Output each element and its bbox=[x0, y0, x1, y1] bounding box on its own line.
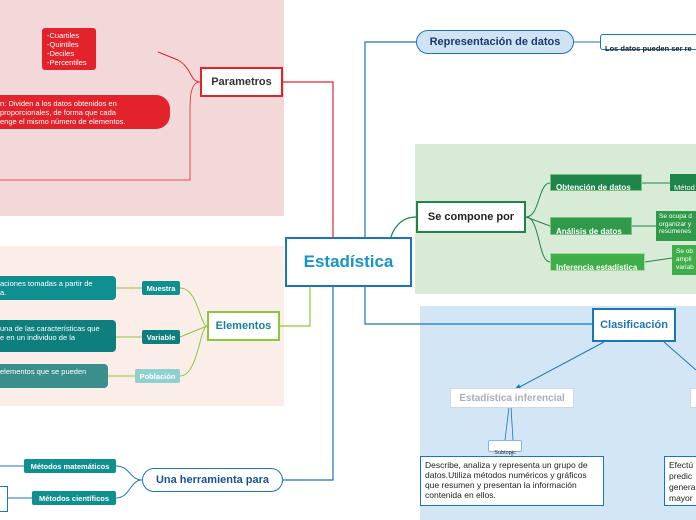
herramienta-label: Una herramienta para bbox=[155, 474, 270, 486]
desc-right-text: Efectú predic genera mayor bbox=[669, 460, 696, 503]
compone-child-metodo[interactable]: Métod bbox=[670, 174, 696, 192]
inferencial-node[interactable]: Estadística inferencial bbox=[450, 388, 574, 408]
elementos-desc-text: una de las características que e en un i… bbox=[0, 324, 100, 342]
compone-child-text: Se ob ampli variab bbox=[676, 248, 694, 271]
herramienta-node[interactable]: Una herramienta para bbox=[142, 468, 283, 492]
parametros-label: Parametros bbox=[211, 76, 272, 88]
list-item: -Quintiles bbox=[47, 40, 79, 49]
herramienta-item-cientificos[interactable]: Métodos científicos bbox=[32, 491, 116, 505]
desc-left-text: Describe, analiza y representa un grupo … bbox=[425, 460, 588, 500]
herramienta-item-label: Métodos matemáticos bbox=[30, 462, 110, 471]
elementos-tag-muestra[interactable]: Muestra bbox=[142, 281, 180, 295]
inferencial-right-node[interactable] bbox=[690, 388, 696, 408]
compone-item-label: Análisis de datos bbox=[556, 227, 622, 236]
elementos-node[interactable]: Elementos bbox=[207, 311, 280, 341]
representacion-child[interactable]: Los datos pueden ser re bbox=[600, 34, 696, 53]
list-item: -Percentiles bbox=[47, 58, 87, 67]
tag-label: Población bbox=[139, 372, 176, 381]
clasificacion-label: Clasificación bbox=[600, 319, 668, 331]
list-item: -Deciles bbox=[47, 49, 75, 58]
compone-node[interactable]: Se compone por bbox=[416, 201, 526, 233]
subtopic-node[interactable]: Subtopic bbox=[488, 440, 522, 456]
compone-item-obtencion[interactable]: Obtención de datos bbox=[550, 174, 642, 192]
compone-item-analisis[interactable]: Análisis de datos bbox=[550, 217, 632, 236]
elementos-tag-poblacion[interactable]: Población bbox=[135, 369, 180, 383]
desc-left[interactable]: Describe, analiza y representa un grupo … bbox=[420, 456, 604, 506]
central-topic-label: Estadística bbox=[303, 252, 394, 271]
compone-label: Se compone por bbox=[427, 211, 515, 223]
central-topic[interactable]: Estadística bbox=[285, 237, 412, 287]
elementos-desc-poblacion[interactable]: elementos que se pueden bbox=[0, 364, 108, 388]
desc-right[interactable]: Efectú predic genera mayor bbox=[664, 456, 696, 506]
elementos-tag-variable[interactable]: Variable bbox=[142, 330, 180, 344]
parametros-list[interactable]: -Cuartiles -Quintiles -Deciles -Percenti… bbox=[42, 28, 96, 70]
subtopic-label: Subtopic bbox=[494, 450, 516, 456]
elementos-desc-muestra[interactable]: aciones tomadas a partir de a. bbox=[0, 276, 116, 300]
elementos-desc-variable[interactable]: una de las características que e en un i… bbox=[0, 320, 116, 352]
inferencial-label: Estadística inferencial bbox=[459, 392, 565, 404]
representacion-label: Representación de datos bbox=[429, 36, 561, 48]
clasificacion-node[interactable]: Clasificación bbox=[592, 308, 676, 342]
herramienta-child-stub[interactable] bbox=[0, 486, 8, 512]
representacion-node[interactable]: Representación de datos bbox=[416, 30, 574, 54]
herramienta-item-label: Métodos científicos bbox=[38, 494, 109, 503]
compone-child-text: Se ocupa d organizar y resúmenes bbox=[659, 213, 692, 235]
representacion-child-text: Los datos pueden ser re bbox=[605, 44, 692, 53]
compone-child-text: Métod bbox=[674, 183, 695, 192]
compone-item-label: Inferencia estadística bbox=[556, 263, 638, 272]
elementos-desc-text: elementos que se pueden bbox=[0, 367, 87, 376]
elementos-label: Elementos bbox=[215, 320, 272, 332]
elementos-desc-text: aciones tomadas a partir de a. bbox=[0, 279, 93, 297]
compone-child-analisis[interactable]: Se ocupa d organizar y resúmenes bbox=[656, 211, 696, 241]
tag-label: Variable bbox=[146, 333, 176, 342]
definition-text: n: Dividen a los datos obtenidos en prop… bbox=[0, 99, 126, 126]
compone-child-inferencia[interactable]: Se ob ampli variab bbox=[672, 245, 696, 275]
parametros-node[interactable]: Parametros bbox=[200, 67, 283, 97]
tag-label: Muestra bbox=[146, 284, 176, 293]
herramienta-item-matematicos[interactable]: Métodos matemáticos bbox=[24, 459, 116, 473]
compone-item-inferencia[interactable]: Inferencia estadística bbox=[550, 253, 645, 272]
parametros-definition[interactable]: n: Dividen a los datos obtenidos en prop… bbox=[0, 95, 170, 129]
compone-item-label: Obtención de datos bbox=[556, 183, 631, 192]
list-item: -Cuartiles bbox=[47, 31, 80, 40]
